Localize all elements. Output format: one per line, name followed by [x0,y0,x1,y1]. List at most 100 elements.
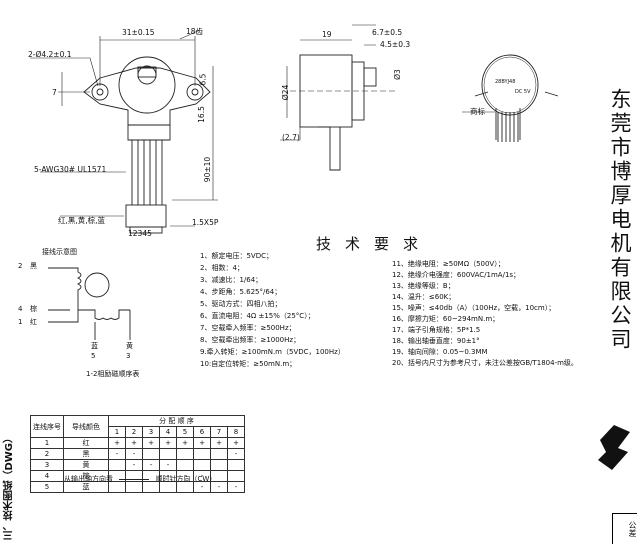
pin-color: 棕 [30,305,37,313]
cell-step: - [193,481,211,493]
req-item: 15、噪声：≤40db（A）（100Hz，空载，10cm）； [392,304,556,312]
req-item: 17、端子引角规格：5P*1.5 [392,326,481,334]
cell-step [193,448,211,460]
req-item: 12、绝缘介电强度：600VAC/1mA/1s； [392,271,521,279]
pin-color: 黑 [30,262,37,270]
pin-num: 4 [18,305,23,313]
motor-voltage: DC 5V [515,89,531,95]
cell-step: + [159,437,177,449]
dim-holes: 2-Ø4.2±0.1 [28,50,72,59]
step-header: 8 [227,426,245,438]
cell-step: - [159,459,177,471]
pin-color: 蓝 [91,342,98,350]
trademark-label: 商标 [470,107,485,116]
req-item: 2、相数：4； [200,264,244,272]
company-name: 东莞市博厚电机有限公司 [608,88,632,352]
cell-no: 4 [30,470,64,482]
cell-step [193,459,211,471]
cell-step: - [125,459,143,471]
dim-6-7: 6.7±0.5 [372,28,403,37]
req-item: 20、括号内尺寸为参考尺寸，未注公差按GB/T1804-m级。 [392,359,578,367]
pin-color: 红 [30,318,37,326]
dim-width: 31±0.15 [122,28,155,37]
sequence-caption: 1-2相励磁顺序表 [86,370,140,378]
cell-no: 1 [30,437,64,449]
req-item: 5、驱动方式：四相八拍； [200,300,282,308]
dim-dia-3: Ø3 [392,69,402,80]
cell-step [159,448,177,460]
cell-step: + [193,437,211,449]
cell-step: + [125,437,143,449]
arrow-line [119,478,150,480]
cell-step [176,448,194,460]
cell-step: - [125,448,143,460]
isometric-view [462,54,559,142]
cell-step [210,448,228,460]
req-item: 10:自定位转矩：≥50mN.m； [200,360,297,368]
cell-step: + [142,437,160,449]
cell-color: 黄 [63,459,109,471]
req-item: 14、温升：≤60K； [392,293,456,301]
cell-step [227,470,245,482]
cell-step [210,459,228,471]
cell-color: 黑 [63,448,109,460]
cell-no: 3 [30,459,64,471]
cell-color: 红 [63,437,109,449]
connector-pins: 12345 [128,229,152,238]
req-item: 16、摩擦力矩：60~294mN.m； [392,315,500,323]
step-header: 7 [210,426,228,438]
dim-19: 19 [322,30,332,39]
pin-color: 黄 [126,342,133,350]
front-view [30,29,218,234]
cell-step: + [227,437,245,449]
rotation-direction: 顺时针方向（CW） [155,475,217,483]
req-item: 8、空载牵出频率：≥1000Hz； [200,336,301,344]
wire-spec: 5-AWG30# UL1571 [34,165,107,174]
step-header: 3 [142,426,160,438]
req-item: 18、输出轴垂直度：90±1° [392,337,480,345]
wiring-diagram [48,267,131,340]
table-row: 5 蓝 - - - [30,481,245,493]
side-view [280,24,395,171]
pin-num: 5 [91,352,96,360]
cell-step [142,448,160,460]
cell-step: - [227,481,245,493]
table-row: 1 红 + + + + + + + + [30,437,245,449]
dim-2-7: (2.7) [282,133,300,142]
cell-no: 5 [30,481,64,493]
cell-step [227,459,245,471]
req-item: 7、空载牵入频率：≥500Hz； [200,324,296,332]
pin-num: 1 [18,318,23,326]
table-row: 4 棕 - - - [30,470,245,482]
req-item: 4、步距角：5.625°/64； [200,288,282,296]
dim-4-5: 4.5±0.3 [380,40,411,49]
col-header-no: 连线序号 [30,415,64,438]
step-header: 4 [159,426,177,438]
step-header: 6 [193,426,211,438]
dim-dia-24: Ø24 [281,84,291,101]
cell-step: + [176,437,194,449]
cell-step: + [210,437,228,449]
pin-num: 2 [18,262,23,270]
rotation-note: 从输出轴方向看 顺时针方向（CW） [64,474,216,484]
req-item: 9.牵入转矩：≥100mN.m（5VDC，100Hz） [200,348,345,356]
dim-7: 7 [52,88,57,97]
req-item: 19、轴向间隙：0.05~0.3MM [392,348,488,356]
tolerance-cell: 公差 [612,513,637,544]
cell-step [176,459,194,471]
req-item: 11、绝缘电阻：≥50MΩ（500V）； [392,260,505,268]
step-header: 5 [176,426,194,438]
company-logo [598,425,630,470]
cell-no: 2 [30,448,64,460]
req-item: 13、绝缘等级：B； [392,282,455,290]
wiring-title: 接线示意图 [42,248,77,256]
cell-step [108,459,126,471]
pin-num: 3 [126,352,131,360]
step-header: 2 [125,426,143,438]
table-row: 2 黑 - - - [30,448,245,460]
section-title: 三、技术图纸（DWG） [4,433,15,541]
sequence-table: 连线序号 导线颜色 分 配 顺 序 1 2 3 4 5 6 7 8 1 红 + … [30,415,245,493]
req-item: 1、额定电压：5VDC； [200,252,273,260]
col-header-sequence: 分 配 顺 序 [108,415,245,427]
